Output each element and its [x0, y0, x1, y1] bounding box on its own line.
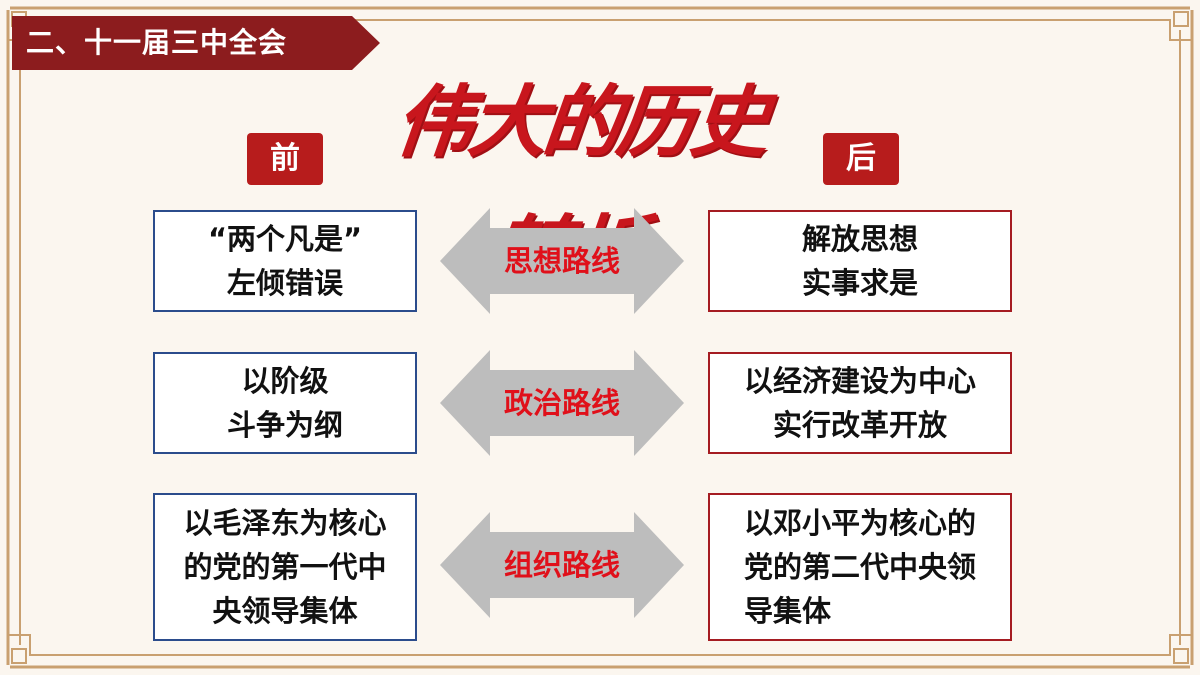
before-box-organization: 以毛泽东为核心 的党的第一代中 央领导集体 — [153, 493, 417, 641]
before-box-politics: 以阶级 斗争为纲 — [153, 352, 417, 454]
after-badge: 后 — [823, 133, 899, 185]
after-box-ideology: 解放思想 实事求是 — [708, 210, 1012, 312]
route-arrow-politics: 政治路线 — [440, 350, 684, 456]
route-label: 组织路线 — [503, 548, 620, 582]
double-arrow-icon — [440, 208, 684, 314]
route-label: 政治路线 — [503, 386, 620, 420]
double-arrow-icon — [440, 512, 684, 618]
before-badge: 前 — [247, 133, 323, 185]
after-box-politics: 以经济建设为中心 实行改革开放 — [708, 352, 1012, 454]
route-arrow-organization: 组织路线 — [440, 512, 684, 618]
route-arrow-ideology: 思想路线 — [440, 208, 684, 314]
section-header-label: 二、十一届三中全会 — [26, 26, 288, 59]
after-box-text: 以邓小平为核心的 党的第二代中央领 导集体 — [743, 506, 976, 628]
route-label: 思想路线 — [503, 244, 620, 278]
before-box-ideology: “两个凡是” 左倾错误 — [153, 210, 417, 312]
main-title: 伟大的历史转折 — [390, 77, 770, 298]
after-box-text: 解放思想 实事求是 — [801, 222, 918, 300]
after-box-organization: 以邓小平为核心的 党的第二代中央领 导集体 — [708, 493, 1012, 641]
section-header-tab: 二、十一届三中全会 — [12, 16, 380, 70]
after-box-text: 以经济建设为中心 实行改革开放 — [743, 364, 976, 442]
before-box-text: 以阶级 斗争为纲 — [226, 364, 343, 442]
double-arrow-icon — [440, 350, 684, 456]
before-box-text: 以毛泽东为核心 的党的第一代中 央领导集体 — [183, 506, 387, 628]
before-box-text: “两个凡是” 左倾错误 — [207, 222, 363, 300]
